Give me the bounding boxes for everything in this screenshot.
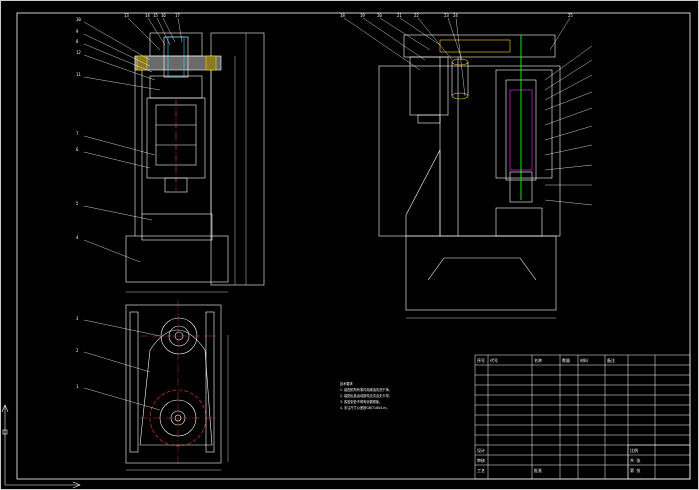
front-view-leaders — [83, 17, 183, 263]
drawing-frame — [16, 12, 691, 480]
front-balloon: 17 — [175, 13, 180, 18]
top-balloon: 3 — [76, 316, 79, 321]
front-balloon: 6 — [76, 147, 79, 152]
top-balloon: 1 — [76, 384, 79, 389]
title-cell: 名称 — [534, 357, 542, 363]
side-balloon: 21 — [397, 13, 402, 18]
notes-heading: 技术要求 — [340, 381, 354, 386]
side-balloon: 20 — [377, 13, 382, 18]
top-view-leaders — [83, 319, 161, 411]
side-balloon: 18 — [340, 13, 345, 18]
front-balloon: 16 — [161, 13, 166, 18]
side-base — [405, 235, 557, 311]
top-view — [125, 300, 229, 471]
front-ram — [164, 177, 188, 193]
title-cell: 共 张 — [630, 457, 640, 463]
top-view-body — [139, 329, 213, 446]
title-cell: 材料 — [580, 357, 588, 363]
title-cell: 代号 — [490, 357, 498, 363]
notes-line: 1. 装配前所有零件用煤油清洗干净。 — [340, 387, 392, 392]
title-cell: 审核 — [477, 457, 485, 463]
front-balloon: 4 — [76, 235, 79, 240]
front-balloon: 12 — [76, 50, 81, 55]
title-cell: 数量 — [562, 357, 570, 363]
title-cell: 比例 — [630, 447, 638, 453]
title-cell: 批准 — [534, 467, 542, 473]
front-base — [125, 235, 229, 283]
title-cell: 设计 — [477, 447, 485, 453]
front-balloon: 13 — [124, 13, 129, 18]
top-view-outline — [125, 304, 222, 464]
side-balloon: 22 — [414, 13, 419, 18]
side-balloon: 25 — [568, 13, 573, 18]
notes-line: 4. 未注尺寸公差按GB/T1804-m。 — [340, 405, 390, 410]
side-balloon: 23 — [444, 13, 449, 18]
title-cell: 第 张 — [630, 467, 640, 473]
side-balloon: 24 — [453, 13, 458, 18]
front-view — [125, 32, 265, 293]
title-cell: 工艺 — [477, 468, 485, 473]
front-balloon: 7 — [76, 131, 79, 136]
title-block — [474, 354, 691, 480]
front-balloon: 14 — [145, 13, 150, 18]
title-cell: 序号 — [477, 357, 485, 363]
front-crown-upper — [149, 32, 203, 57]
side-cylinder-housing — [495, 69, 553, 179]
front-balloon: 10 — [76, 17, 81, 22]
side-view-leaders — [343, 17, 593, 206]
front-lower-block — [141, 213, 213, 241]
front-balloon: 8 — [76, 39, 79, 44]
notes-line: 2. 装配后各运动部件应灵活无卡滞。 — [340, 393, 392, 398]
front-balloon: 9 — [76, 29, 79, 34]
top-balloon: 2 — [76, 348, 79, 353]
front-balloon: 5 — [76, 201, 79, 206]
notes-line: 3. 各密封处不得有渗漏现象。 — [340, 399, 382, 404]
ucs-axis-icon — [1, 404, 81, 489]
front-balloon: 15 — [153, 13, 158, 18]
side-balloon: 19 — [360, 13, 365, 18]
title-cell: 备注 — [607, 357, 615, 363]
front-balloon: 11 — [76, 72, 81, 77]
